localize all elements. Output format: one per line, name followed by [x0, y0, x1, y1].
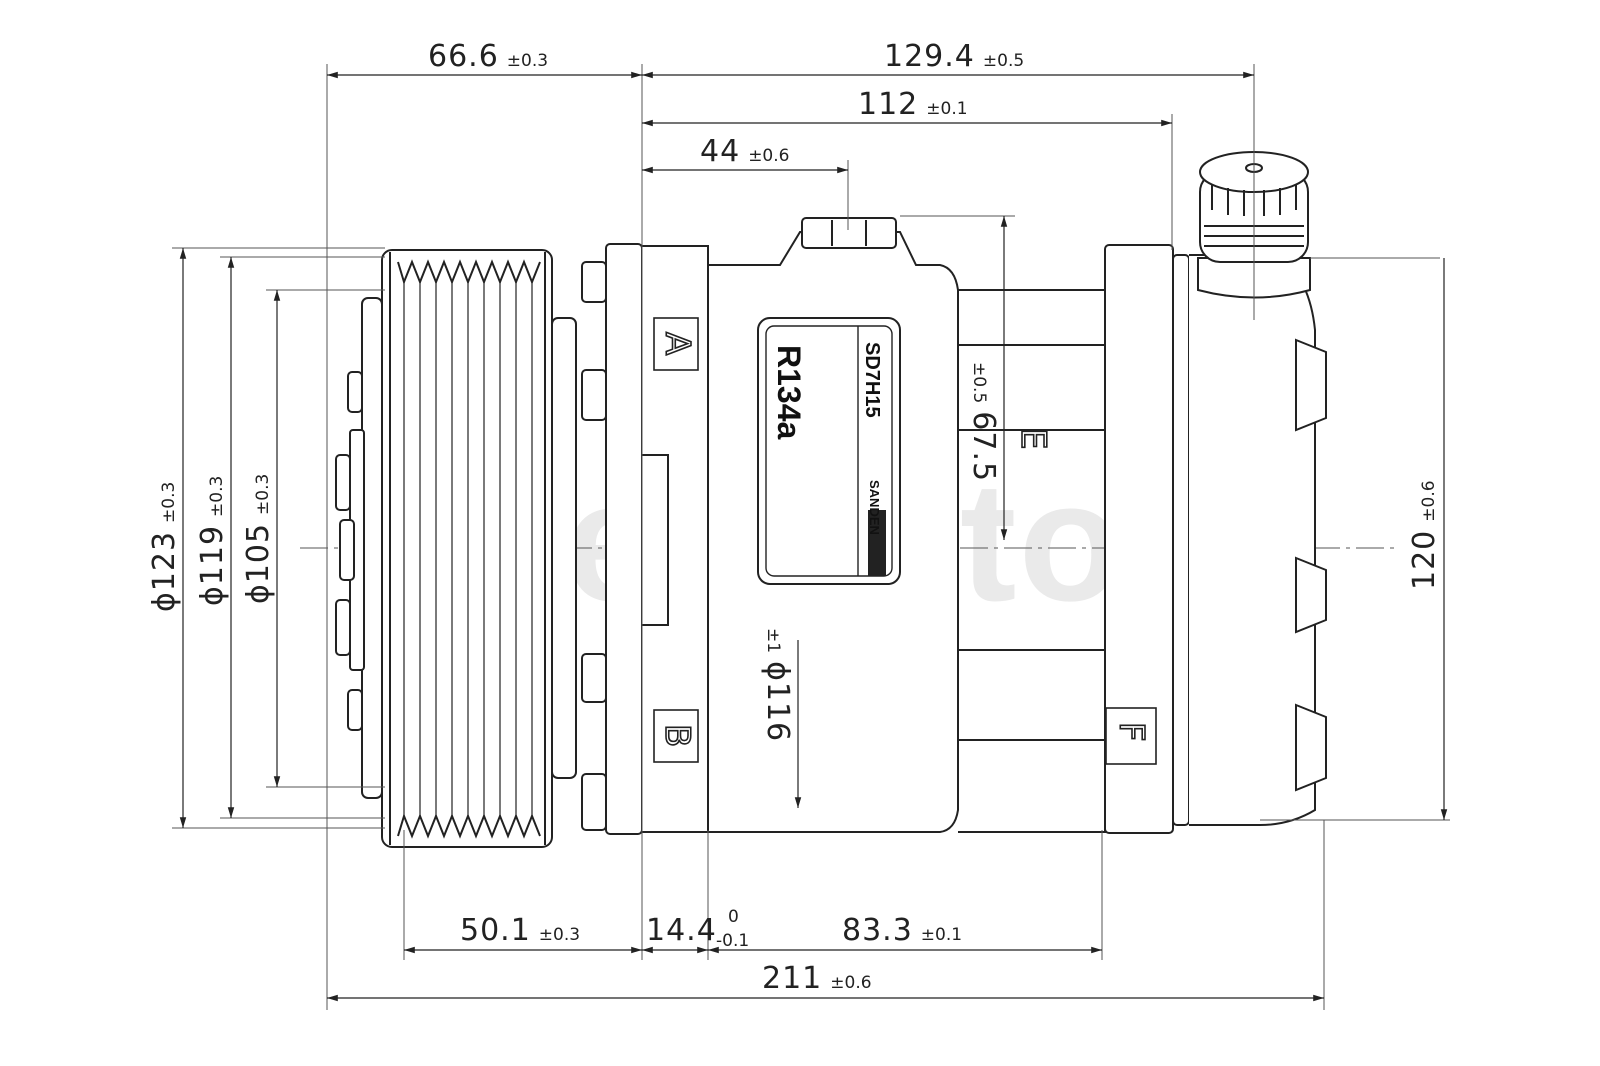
label-a: A — [657, 332, 697, 355]
nameplate-brand: SANDEN — [867, 480, 882, 535]
dim-d105: ϕ105±0.3 — [241, 474, 276, 604]
dim-14-4-upper-tol: 0 — [728, 907, 739, 927]
dim-211: 211±0.6 — [762, 961, 872, 996]
dimension-lines — [179, 71, 1448, 1002]
front-head — [605, 243, 709, 835]
label-e: E — [1013, 428, 1053, 449]
letter-label-b-box — [653, 709, 699, 763]
label-b: B — [657, 724, 697, 747]
dim-14-4: 14.4 — [646, 913, 717, 948]
dim-50-1: 50.1±0.3 — [460, 913, 580, 948]
clutch-hub — [335, 297, 383, 799]
label-f: F — [1111, 722, 1151, 742]
pulley-grooves — [403, 282, 533, 816]
nameplate — [757, 317, 901, 585]
extension-lines — [172, 64, 1450, 1010]
dim-129-4: 129.4±0.5 — [884, 39, 1024, 74]
dim-67-5: ±0.567.5 — [966, 362, 1001, 482]
pulley — [381, 249, 553, 848]
dim-44: 44±0.6 — [700, 134, 789, 169]
letter-label-f-box — [1105, 707, 1157, 765]
dim-14-4-lower-tol: -0.1 — [716, 931, 749, 951]
nameplate-refrigerant: R134a — [771, 345, 807, 440]
dim-d119: ϕ119±0.3 — [195, 476, 230, 606]
rear-bolts — [1295, 338, 1327, 792]
front-bolts — [581, 261, 607, 831]
nameplate-model: SD7H15 — [861, 342, 883, 418]
dim-d116: ±1ϕ116 — [760, 628, 795, 742]
dim-d123: ϕ123±0.3 — [147, 482, 182, 612]
dim-120: 120±0.6 — [1407, 480, 1442, 590]
dim-66-6: 66.6±0.3 — [428, 39, 548, 74]
dim-112: 112±0.1 — [858, 87, 968, 122]
dim-83-3: 83.3±0.1 — [842, 913, 962, 948]
clutch-coil — [551, 317, 577, 779]
letter-label-a-box — [653, 317, 699, 371]
